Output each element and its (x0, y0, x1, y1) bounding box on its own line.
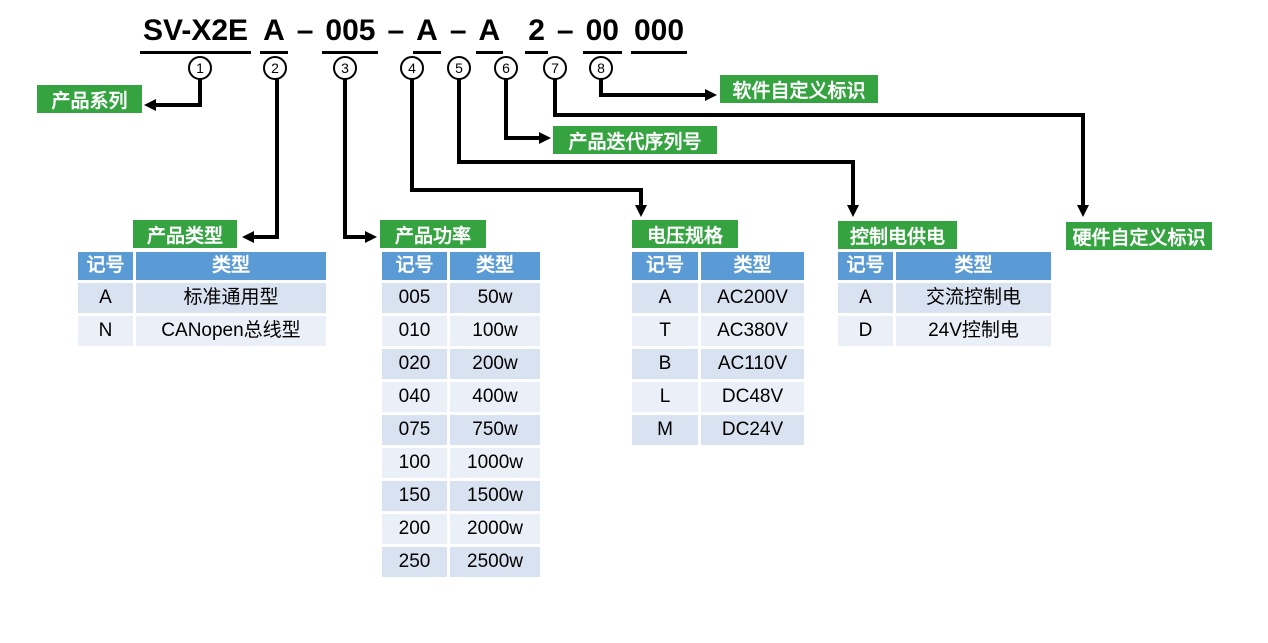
table-cell: L (632, 382, 698, 412)
label-iteration-serial: 产品迭代序列号 (553, 126, 717, 154)
table-cell: 040 (382, 382, 447, 412)
model-separator: – (556, 14, 574, 47)
arrow-7-hardware-id (553, 79, 1089, 217)
label-product-type: 产品类型 (133, 220, 237, 248)
table-cell: D (838, 316, 893, 346)
label-product-power: 产品功率 (380, 220, 486, 248)
table-cell: CANopen总线型 (136, 316, 326, 346)
model-segment: 2 (525, 14, 548, 54)
model-segment: 005 (322, 14, 379, 54)
arrow-4-voltage-spec (410, 79, 647, 217)
arrow-2-product-type (242, 79, 279, 243)
label-product-series: 产品系列 (37, 85, 142, 113)
table-cell: A (838, 283, 893, 313)
arrow-8-software-id (599, 79, 717, 101)
table-cell: 1500w (450, 481, 540, 511)
table-cell: 150 (382, 481, 447, 511)
column-header: 类型 (896, 252, 1051, 280)
table-cell: AC200V (701, 283, 804, 313)
table-cell: 交流控制电 (896, 283, 1051, 313)
label-hardware-id: 硬件自定义标识 (1066, 222, 1212, 250)
column-header: 记号 (382, 252, 447, 280)
table-cell: 005 (382, 283, 447, 313)
table-cell: DC24V (701, 415, 804, 445)
model-separator: – (387, 14, 405, 47)
table-cell: 075 (382, 415, 447, 445)
table-cell: AC380V (701, 316, 804, 346)
table-cell: T (632, 316, 698, 346)
table-cell: N (78, 316, 133, 346)
arrow-3-product-power (343, 79, 377, 243)
arrow-6-iteration-serial (504, 79, 551, 144)
table-cell: B (632, 349, 698, 379)
table-cell: 标准通用型 (136, 283, 326, 313)
table-cell: 750w (450, 415, 540, 445)
table-cell: 100 (382, 448, 447, 478)
label-software-id: 软件自定义标识 (720, 75, 878, 103)
model-segment: A (260, 14, 288, 54)
column-header: 记号 (838, 252, 893, 280)
label-control-power: 控制电供电 (838, 221, 957, 249)
table-cell: 010 (382, 316, 447, 346)
table-cell: 200w (450, 349, 540, 379)
model-separator: – (449, 14, 467, 47)
model-segment: A (413, 14, 441, 54)
model-separator: – (296, 14, 314, 47)
model-segment: SV-X2E (140, 14, 252, 54)
table-cell: 400w (450, 382, 540, 412)
arrow-5-control-power (457, 79, 859, 217)
table-cell: DC48V (701, 382, 804, 412)
column-header: 记号 (632, 252, 698, 280)
model-segment: 000 (630, 14, 688, 54)
model-segment: A (475, 14, 504, 54)
column-header: 类型 (136, 252, 326, 280)
label-voltage-spec: 电压规格 (632, 220, 738, 248)
table-cell: A (632, 283, 698, 313)
table-cell: 50w (450, 283, 540, 313)
table-cell: 24V控制电 (896, 316, 1051, 346)
table-cell: AC110V (701, 349, 804, 379)
model-segment: 00 (582, 14, 622, 54)
column-header: 类型 (701, 252, 804, 280)
table-cell: 2000w (450, 514, 540, 544)
table-cell: 2500w (450, 547, 540, 577)
table-cell: A (78, 283, 133, 313)
table-cell: 100w (450, 316, 540, 346)
table-cell: M (632, 415, 698, 445)
column-header: 记号 (78, 252, 133, 280)
arrow-1-product-series (144, 79, 202, 111)
table-cell: 250 (382, 547, 447, 577)
column-header: 类型 (450, 252, 540, 280)
table-cell: 1000w (450, 448, 540, 478)
table-cell: 020 (382, 349, 447, 379)
table-cell: 200 (382, 514, 447, 544)
segment-marker-6: 6 (494, 56, 518, 80)
segment-marker-1: 1 (188, 56, 212, 80)
